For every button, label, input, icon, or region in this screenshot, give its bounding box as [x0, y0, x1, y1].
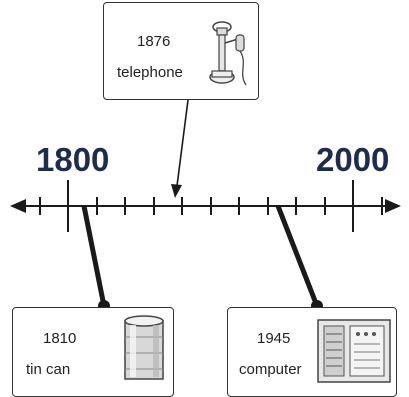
telephone-year: 1876 — [137, 33, 171, 50]
telephone-icon — [209, 21, 247, 86]
telephone-pointer — [171, 99, 189, 198]
tin-can-callout: 1810 tin can — [12, 307, 174, 397]
tin-can-icon — [124, 315, 164, 380]
computer-callout: 1945 computer — [227, 307, 397, 397]
tick-marks — [39, 180, 383, 232]
telephone-callout: 1876 telephone — [103, 2, 259, 100]
right-arrowhead — [385, 199, 401, 213]
computer-year: 1945 — [257, 330, 291, 347]
telephone-name: telephone — [117, 64, 183, 81]
computer-name: computer — [239, 361, 302, 378]
left-arrowhead — [10, 199, 26, 213]
end-year-label: 2000 — [316, 141, 390, 178]
computer-connector — [275, 205, 323, 312]
tin-can-year: 1810 — [43, 330, 77, 347]
tin-can-name: tin can — [26, 361, 71, 378]
start-year-label: 1800 — [36, 141, 110, 178]
tin-can-connector — [81, 205, 110, 312]
computer-icon — [317, 319, 391, 383]
